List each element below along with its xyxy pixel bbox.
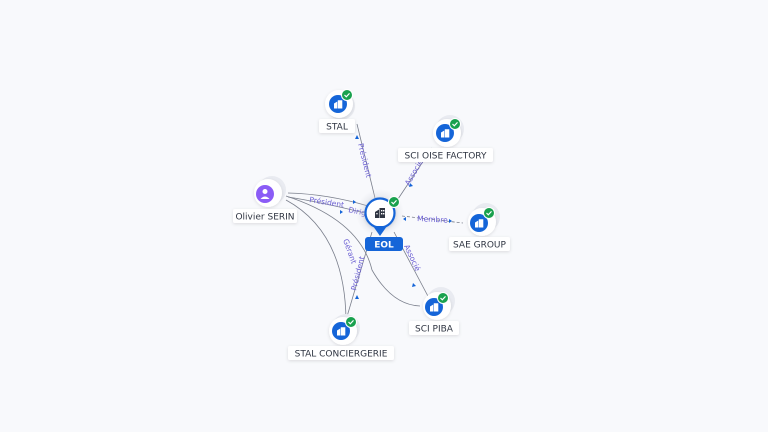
edge-label: Président <box>356 142 373 178</box>
node-label: SCI PIBA <box>415 325 454 335</box>
node-label: STAL <box>326 123 348 133</box>
verified-check-icon <box>345 316 357 328</box>
center-node-label: EOL <box>374 241 394 251</box>
company-node-sae-group[interactable]: SAE GROUP <box>449 203 510 251</box>
edge-label: Associé <box>403 158 425 187</box>
center-node-eol[interactable]: EOL <box>356 189 404 251</box>
node-label: SCI OISE FACTORY <box>405 152 487 162</box>
verified-check-icon <box>449 118 461 130</box>
person-node-olivier-serin[interactable]: Olivier SERIN <box>233 176 297 223</box>
edge-eol-stal: Président <box>355 123 376 199</box>
building-icon <box>441 129 450 138</box>
verified-check-icon <box>341 89 353 101</box>
building-icon <box>375 208 385 218</box>
building-icon <box>334 100 343 109</box>
building-icon <box>337 327 346 336</box>
edge-label: Membre <box>417 214 448 225</box>
building-icon <box>475 219 484 228</box>
company-node-stal-conciergerie[interactable]: STAL CONCIERGERIE <box>288 314 394 360</box>
building-icon <box>430 303 439 312</box>
edge-label: Gérant <box>341 238 358 265</box>
company-node-stal[interactable]: STAL <box>319 89 355 134</box>
verified-check-icon <box>437 292 449 304</box>
edge-olivier-serin-sci-piba <box>285 195 421 307</box>
nodes: EOL STAL <box>233 89 510 360</box>
node-label: STAL CONCIERGERIE <box>295 350 388 360</box>
verified-check-icon <box>388 196 400 208</box>
person-icon <box>260 189 270 199</box>
verified-check-icon <box>483 207 495 219</box>
edge-eol-sae-group: Membre <box>401 214 464 225</box>
edge-label: Associé <box>402 243 422 273</box>
node-label: SAE GROUP <box>453 241 506 251</box>
company-node-sci-oise-factory[interactable]: SCI OISE FACTORY <box>398 115 493 162</box>
company-node-sci-piba[interactable]: SCI PIBA <box>409 287 459 335</box>
node-label: Olivier SERIN <box>235 213 294 223</box>
